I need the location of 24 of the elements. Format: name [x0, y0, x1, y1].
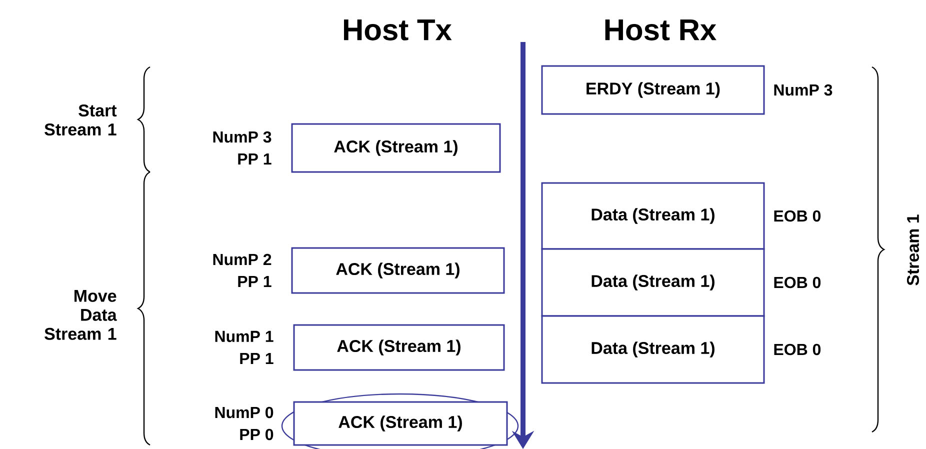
packet-field-label: PP 1	[238, 154, 272, 164]
packet-field-label: EOB 0	[774, 344, 821, 356]
column-heading: Host Tx	[344, 20, 452, 40]
brace-label: Start Stream 1	[44, 104, 117, 136]
packet-field-label: EOB 0	[774, 210, 821, 222]
message-box: ACK (Stream 1)	[293, 324, 505, 371]
packet-field-label: NumP 0	[215, 406, 274, 418]
message-box: ACK (Stream 1)	[293, 401, 508, 446]
brace-label: Move Data Stream 1	[44, 290, 117, 340]
brace-label: Stream 1	[906, 214, 920, 286]
packet-field-label: PP 1	[240, 352, 274, 364]
packet-field-label: NumP 2	[213, 254, 272, 266]
message-box: Data (Stream 1)	[541, 315, 765, 384]
packet-field-label: NumP 3	[213, 131, 272, 143]
message-box: ACK (Stream 1)	[291, 247, 505, 294]
packet-field-label: PP 0	[240, 428, 274, 440]
message-box: Data (Stream 1)	[541, 182, 765, 250]
message-box: ERDY (Stream 1)	[541, 65, 765, 115]
packet-field-label: EOB 0	[774, 276, 821, 288]
packet-field-label: NumP 1	[215, 330, 274, 342]
message-box: Data (Stream 1)	[541, 248, 765, 317]
message-box: ACK (Stream 1)	[291, 123, 501, 173]
packet-field-label: PP 1	[238, 276, 272, 287]
packet-field-label: NumP 3	[774, 84, 832, 96]
